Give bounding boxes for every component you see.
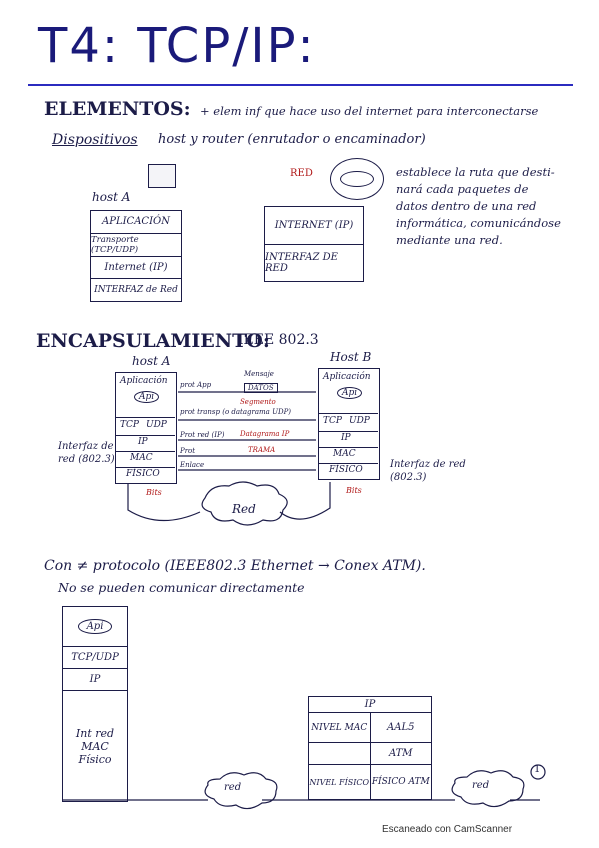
- pdu-mensaje: Mensaje: [244, 370, 274, 378]
- red-label-bottom-1: red: [224, 782, 242, 793]
- left-layer-fisico: FÍSICO: [126, 469, 160, 479]
- proto-table-header: IP: [309, 697, 431, 713]
- dispositivos-text: host y router (enrutador o encaminador): [158, 132, 426, 147]
- right-layer-tcp: TCP: [323, 416, 342, 426]
- right-layer-ip: IP: [341, 433, 351, 443]
- dispositivos-label: Dispositivos: [52, 132, 138, 148]
- arrow-label-enlace: Enlace: [180, 461, 205, 469]
- left-layer-api: Api: [134, 391, 160, 403]
- proto-cell: [309, 743, 371, 764]
- page-title: T4: TCP/IP:: [38, 18, 316, 74]
- title-underline: [28, 84, 573, 86]
- left-layer-tcp: TCP: [120, 420, 139, 430]
- encapsulamiento-standard: IEEE 802.3: [238, 332, 319, 348]
- divider: [319, 413, 378, 414]
- divider: [319, 431, 378, 432]
- router-layer-stack: INTERNET (IP) INTERFAZ DE RED: [264, 206, 364, 282]
- router-desc-line: informática, comunicándose: [396, 216, 561, 230]
- host-layer-stack: APLICACIÓN Transporte (TCP/UDP) Internet…: [90, 210, 182, 302]
- protocolo-line-2: No se pueden comunicar directamente: [58, 580, 305, 595]
- proto-cell: FÍSICO ATM: [371, 777, 430, 787]
- red-label-bottom-2: red: [472, 780, 490, 791]
- layer-internet: Internet (IP): [91, 257, 181, 280]
- proto-table-row: NIVEL FÍSICO FÍSICO ATM: [309, 765, 431, 799]
- left-layer-udp: UDP: [146, 420, 167, 430]
- elementos-description: + elem inf que hace uso del internet par…: [200, 104, 539, 118]
- host-b-label: Host B: [330, 350, 372, 364]
- left-interface-label: Interfaz de red (802.3): [58, 441, 115, 465]
- divider: [116, 435, 175, 436]
- pdu-datos: DATOS: [244, 383, 278, 393]
- left-layer-mac: MAC: [130, 453, 153, 463]
- proto-table-row: NIVEL MAC AAL5: [309, 713, 431, 743]
- divider: [319, 447, 378, 448]
- divider: [116, 467, 175, 468]
- right-layer-mac: MAC: [333, 449, 356, 459]
- circled-number: 1: [534, 764, 541, 775]
- router-desc-line: datos dentro de una red: [396, 199, 537, 213]
- layer-transporte: Transporte (TCP/UDP): [91, 234, 181, 257]
- proto-api-label: Api: [77, 619, 113, 634]
- encap-right-stack: Aplicación Api TCP UDP IP MAC FÍSICO: [318, 368, 380, 480]
- divider: [116, 451, 175, 452]
- router-layer-interfaz: INTERFAZ DE RED: [265, 251, 338, 274]
- protocolo-left-stack: Api TCP/UDP IP Int red MAC Físico: [62, 606, 128, 802]
- encap-left-stack: Aplicación Api TCP UDP IP MAC FÍSICO: [115, 372, 177, 484]
- arrow-label-prot-red: Prot red (IP): [180, 431, 225, 439]
- right-layer-aplicacion: Aplicación: [323, 372, 371, 382]
- router-description: establece la ruta que desti- nará cada p…: [396, 164, 561, 249]
- protocolo-right-table: IP NIVEL MAC AAL5 ATM NIVEL FÍSICO FÍSIC…: [308, 696, 432, 800]
- protocolo-line-1: Con ≠ protocolo (IEEE802.3 Ethernet → Co…: [44, 558, 426, 574]
- proto-cell: AAL5: [387, 722, 415, 733]
- right-layer-fisico: FÍSICO: [329, 465, 363, 475]
- router-icon: [330, 158, 384, 200]
- host-a-label: host A: [92, 190, 131, 204]
- pdu-datagrama-ip: Datagrama IP: [240, 430, 290, 438]
- elementos-heading: ELEMENTOS:: [44, 98, 191, 120]
- right-layer-api: Api: [337, 387, 363, 399]
- arrow-label-prot: Prot: [180, 447, 196, 455]
- encapsulamiento-heading: ENCAPSULAMIENTO:: [36, 330, 270, 352]
- divider: [116, 417, 175, 418]
- computer-icon: [148, 164, 176, 188]
- proto-tcp-udp: TCP/UDP: [63, 647, 127, 669]
- proto-ip: IP: [63, 669, 127, 691]
- proto-cell: NIVEL MAC: [309, 713, 371, 742]
- red-cloud-label: Red: [232, 502, 256, 516]
- router-desc-line: nará cada paquetes de: [396, 182, 529, 196]
- router-desc-line: establece la ruta que desti-: [396, 165, 555, 179]
- arrow-label-prot-app: prot App: [180, 381, 212, 389]
- layer-aplicacion: APLICACIÓN: [91, 211, 181, 234]
- router-icon-inner: [340, 171, 374, 187]
- router-desc-line: mediante una red.: [396, 233, 503, 247]
- bits-label-right: Bits: [346, 486, 362, 495]
- proto-table-row: ATM: [309, 743, 431, 765]
- bits-label-left: Bits: [146, 488, 162, 497]
- layer-interfaz-red: INTERFAZ de Red: [94, 285, 178, 296]
- left-layer-ip: IP: [138, 437, 148, 447]
- left-layer-aplicacion: Aplicación: [120, 376, 168, 386]
- right-interface-label: Interfaz de red (802.3): [390, 459, 466, 483]
- router-layer-internet: INTERNET (IP): [265, 207, 363, 245]
- proto-int-red: Int red MAC Físico: [75, 726, 115, 766]
- red-label: RED: [290, 168, 313, 179]
- scanner-footer: Escaneado con CamScanner: [382, 824, 513, 835]
- host-a-label-2: host A: [132, 354, 171, 368]
- proto-cell: NIVEL FÍSICO: [309, 765, 371, 799]
- pdu-segmento: Segmento: [240, 398, 276, 406]
- arrow-label-prot-transp: prot transp (o datagrama UDP): [180, 408, 292, 416]
- proto-api: Api: [63, 607, 127, 647]
- pdu-trama: TRAMA: [248, 446, 276, 454]
- right-layer-udp: UDP: [349, 416, 370, 426]
- proto-cell: ATM: [388, 748, 413, 759]
- divider: [319, 463, 378, 464]
